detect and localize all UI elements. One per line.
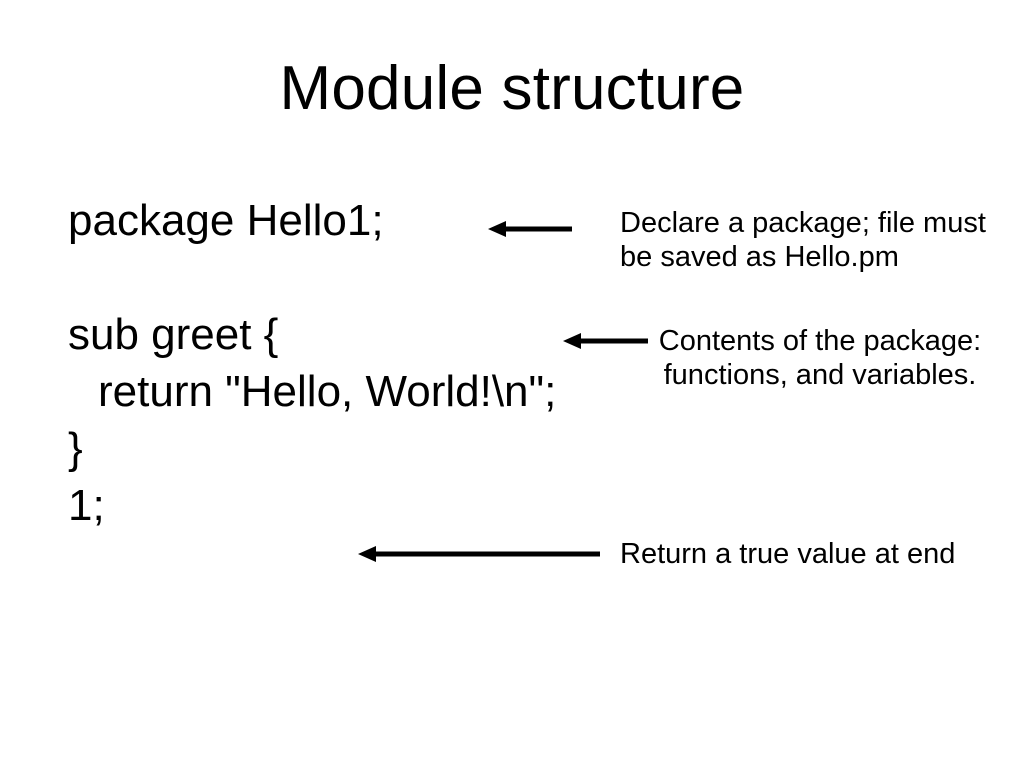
arrow-to-package-line-icon <box>488 221 572 237</box>
code-line-close-brace: } <box>68 424 83 473</box>
annotation-return-true-value-line1: Return a true value at end <box>620 538 956 570</box>
annotation-declare-package: Declare a package; file must be saved as… <box>620 206 1000 274</box>
code-block: package Hello1; sub greet { return "Hell… <box>68 192 568 534</box>
page-title: Module structure <box>279 54 745 123</box>
annotation-package-contents-line2: functions, and variables. <box>663 359 977 391</box>
arrow-to-return-value-icon <box>358 546 600 562</box>
arrow-to-sub-body-icon <box>563 333 648 349</box>
code-line-blank <box>68 249 568 306</box>
annotation-package-contents-line1: Contents of the package: <box>658 325 982 357</box>
annotation-package-contents: Contents of the package: functions, and … <box>650 324 990 392</box>
annotation-declare-package-line2: be saved as Hello.pm <box>620 241 899 273</box>
annotation-declare-package-line1: Declare a package; file must <box>620 207 986 239</box>
code-line-true-value: 1; <box>68 481 105 530</box>
annotation-return-true-value: Return a true value at end <box>620 537 1010 571</box>
code-line-return: return "Hello, World!\n"; <box>98 367 557 416</box>
code-line-package: package Hello1; <box>68 196 384 245</box>
code-line-sub-greet: sub greet { <box>68 310 279 359</box>
